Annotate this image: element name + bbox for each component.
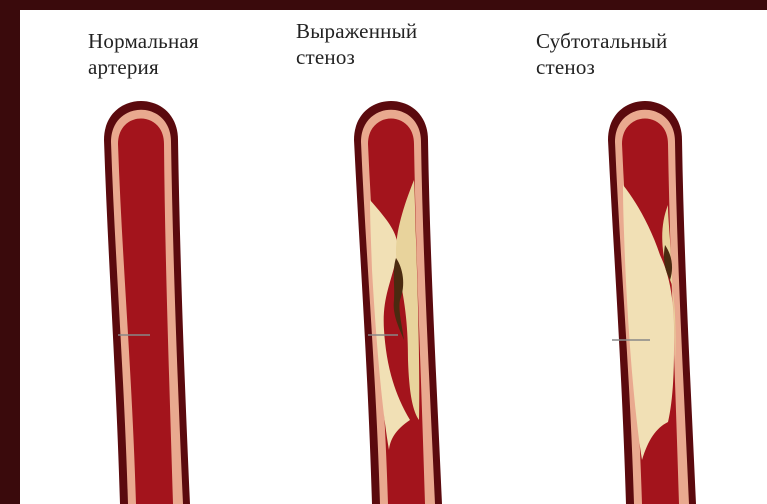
illustration-panel: Нормальная артерия Выраженный стеноз Суб… [20, 10, 767, 504]
subtotal-stenosis-artery [608, 101, 696, 504]
artery-illustrations [20, 10, 767, 504]
normal-artery [104, 101, 190, 504]
marked-stenosis-artery [354, 101, 442, 504]
